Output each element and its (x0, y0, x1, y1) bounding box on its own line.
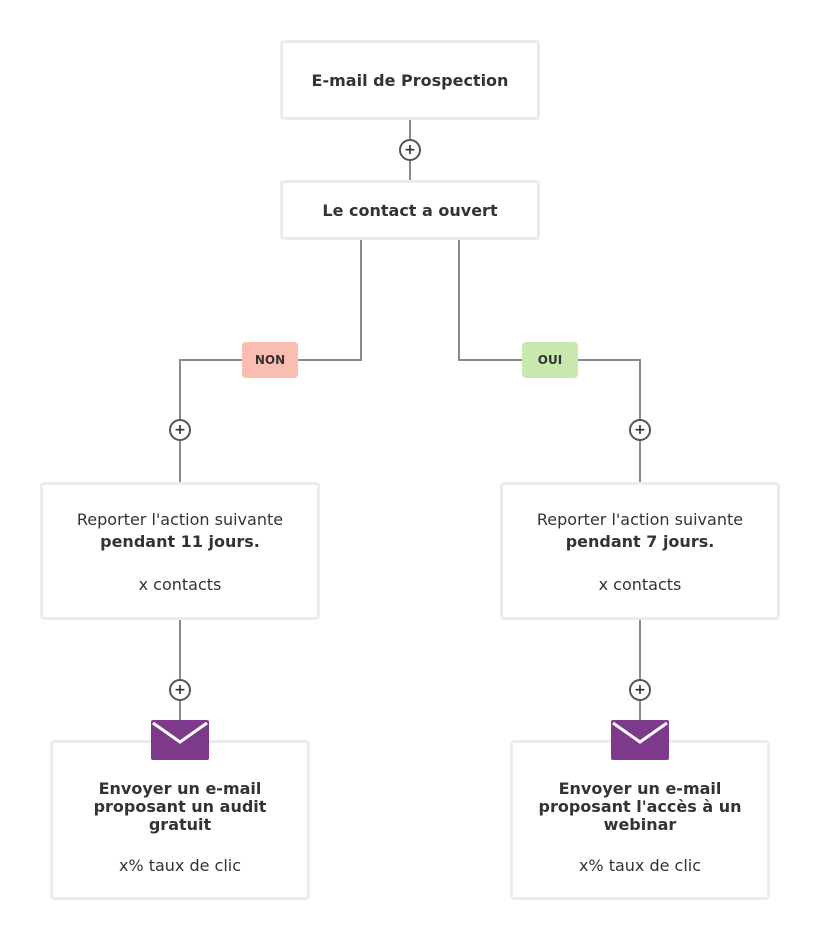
email-click-rate: x% taux de clic (578, 855, 702, 875)
email-title-line: Envoyer un e-mail (558, 778, 722, 798)
email-card-no[interactable]: Envoyer un e-mail proposant un audit gra… (50, 740, 310, 900)
envelope-icon (611, 720, 669, 760)
delay-duration: pendant 11 jours. (100, 531, 260, 551)
branch-label-no: NON (242, 342, 298, 378)
envelope-icon (151, 720, 209, 760)
add-step-button-no[interactable]: + (169, 419, 191, 441)
start-email-title: E-mail de Prospection (311, 70, 509, 90)
delay-text-yes: Reporter l'action suivante pendant 7 jou… (537, 509, 743, 553)
delay-line1: Reporter l'action suivante (536, 509, 744, 529)
email-title-yes: Envoyer un e-mail proposant l'accès à un… (538, 778, 742, 834)
email-title-no: Envoyer un e-mail proposant un audit gra… (93, 778, 267, 834)
email-title-line: Envoyer un e-mail (98, 778, 262, 798)
delay-duration: pendant 7 jours. (565, 531, 715, 551)
email-title-line: proposant un audit (93, 796, 267, 816)
email-click-rate: x% taux de clic (118, 855, 242, 875)
condition-title: Le contact a ouvert (322, 200, 498, 220)
branch-label-yes: OUI (522, 342, 578, 378)
delay-card-no[interactable]: Reporter l'action suivante pendant 11 jo… (40, 482, 320, 620)
delay-contacts: x contacts (138, 574, 222, 594)
delay-card-yes[interactable]: Reporter l'action suivante pendant 7 jou… (500, 482, 780, 620)
email-title-line: webinar (603, 814, 677, 834)
add-step-button[interactable]: + (399, 139, 421, 161)
email-card-yes[interactable]: Envoyer un e-mail proposant l'accès à un… (510, 740, 770, 900)
email-title-line: proposant l'accès à un (538, 796, 742, 816)
add-step-button-yes[interactable]: + (629, 419, 651, 441)
add-step-button-yes-2[interactable]: + (629, 679, 651, 701)
delay-contacts: x contacts (598, 574, 682, 594)
delay-text-no: Reporter l'action suivante pendant 11 jo… (77, 509, 283, 553)
add-step-button-no-2[interactable]: + (169, 679, 191, 701)
delay-line1: Reporter l'action suivante (76, 509, 284, 529)
email-title-line: gratuit (148, 814, 212, 834)
condition-card[interactable]: Le contact a ouvert (280, 180, 540, 240)
start-email-card[interactable]: E-mail de Prospection (280, 40, 540, 120)
